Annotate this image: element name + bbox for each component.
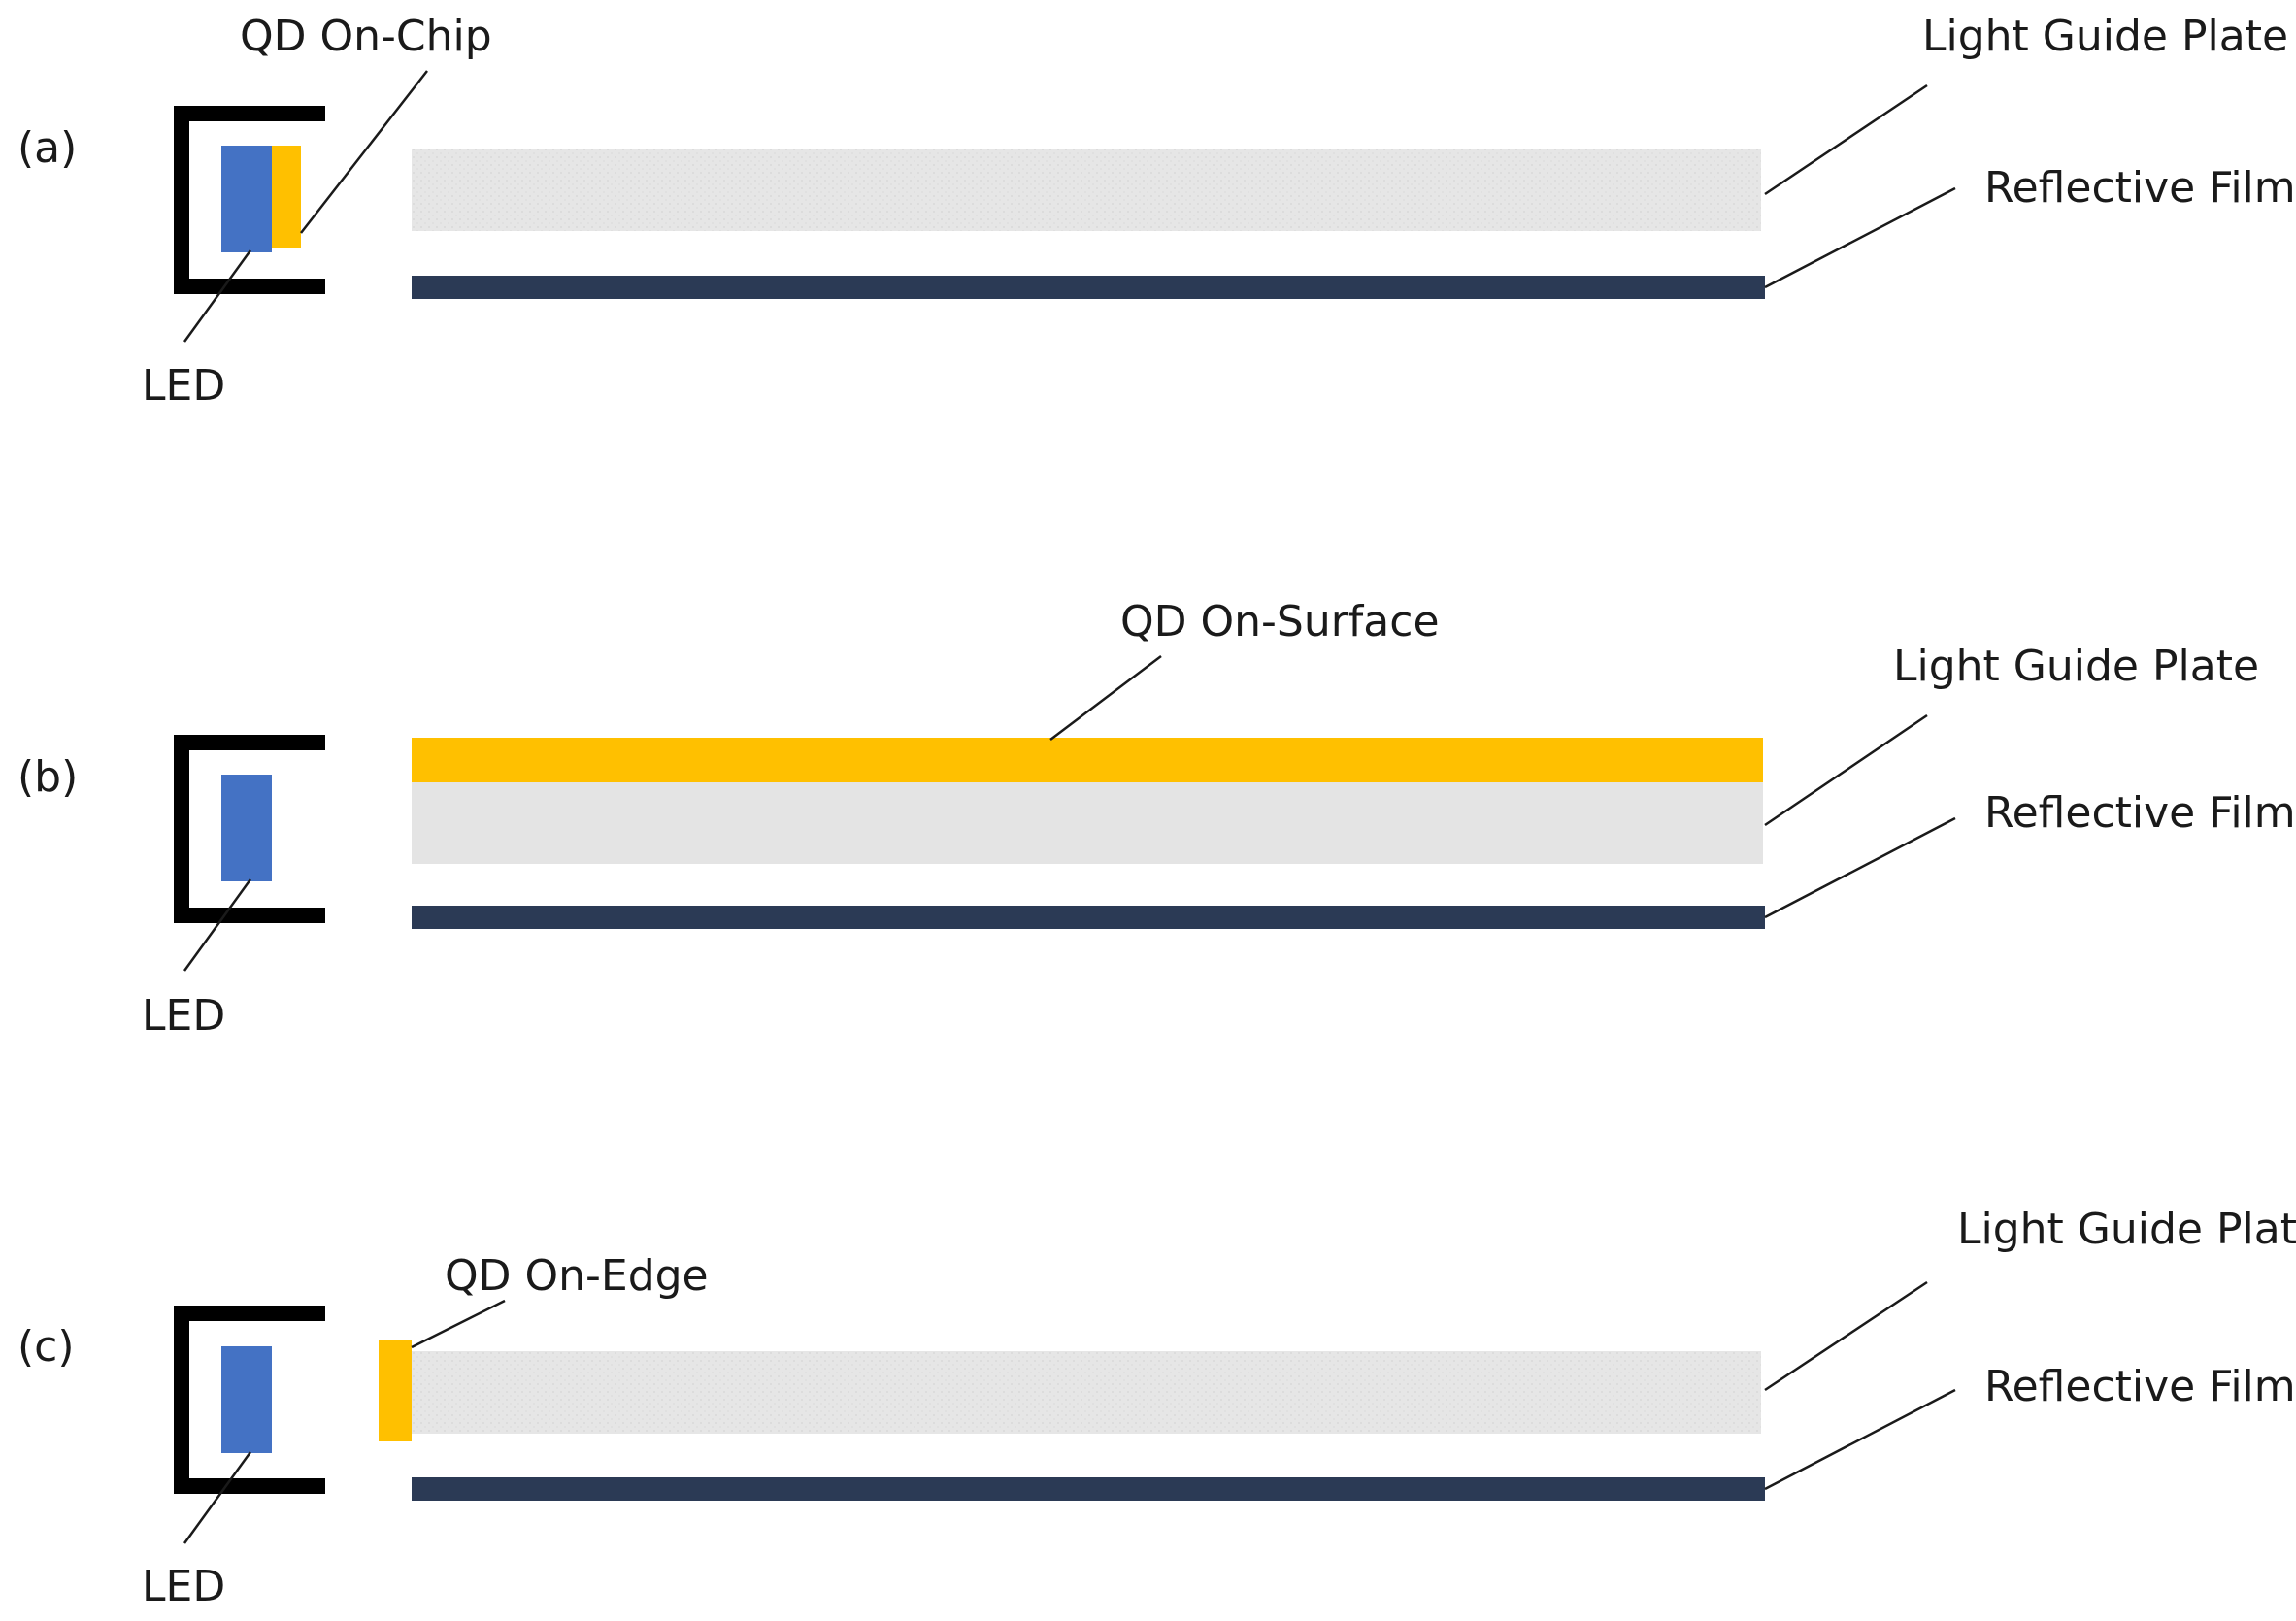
panel-c-film-label: Reflective Film (1984, 1362, 2296, 1411)
panel-c-tag: (c) (17, 1322, 75, 1372)
panel-a: (a) QD On-Chip LED Light Guide Plate Ref… (17, 12, 2296, 411)
panel-a-led-chip (221, 146, 272, 252)
panel-a-lgp-leader-line (1764, 83, 1928, 196)
panel-a-qd-label: QD On-Chip (240, 12, 492, 61)
panel-c-reflective-film (412, 1477, 1765, 1501)
panel-c-film-leader-line (1764, 1388, 1956, 1491)
panel-a-film-leader-line (1764, 186, 1956, 289)
panel-b-tag: (b) (17, 752, 78, 802)
panel-c-qd-label: QD On-Edge (445, 1251, 709, 1301)
panel-a-led-housing (174, 106, 325, 294)
panel-c-lgp-label: Light Guide Plate (1957, 1205, 2296, 1254)
panel-a-led-leader-line (183, 249, 252, 343)
panel-a-light-guide-plate (412, 149, 1761, 231)
panel-c-led-housing (174, 1306, 325, 1494)
panel-b-light-guide-plate (412, 782, 1763, 864)
panel-b-led-chip (221, 775, 272, 881)
panel-c-led-leader-line (183, 1451, 252, 1544)
panel-a-tag: (a) (17, 123, 77, 173)
panel-a-led-label: LED (142, 361, 225, 411)
panel-b-lgp-leader-line (1764, 713, 1928, 827)
panel-b-led-housing (174, 735, 325, 923)
panel-c: (c) QD On-Edge LED Light Guide Plate Ref… (17, 1205, 2296, 1611)
panel-c-qd-on-edge (379, 1340, 412, 1441)
panel-b-led-label: LED (142, 991, 225, 1041)
panel-b: (b) QD On-Surface LED Light Guide Plate … (17, 597, 2296, 1041)
panel-b-lgp-label: Light Guide Plate (1893, 642, 2259, 691)
panel-c-qd-leader-line (411, 1299, 506, 1349)
panel-a-qd-leader-line (300, 70, 428, 234)
panel-a-lgp-label: Light Guide Plate (1922, 12, 2288, 61)
panel-c-lgp-leader-line (1764, 1280, 1928, 1392)
panel-b-reflective-film (412, 906, 1765, 929)
panel-b-qd-leader-line (1049, 655, 1162, 741)
panel-b-qd-on-surface (412, 738, 1763, 782)
panel-a-film-label: Reflective Film (1984, 163, 2296, 213)
panel-b-film-leader-line (1764, 816, 1956, 919)
panel-c-led-chip (221, 1346, 272, 1453)
panel-c-light-guide-plate (412, 1351, 1761, 1434)
panel-a-qd-on-chip (272, 146, 301, 248)
panel-a-reflective-film (412, 276, 1765, 299)
panel-b-led-leader-line (183, 878, 252, 972)
panel-b-qd-label: QD On-Surface (1120, 597, 1440, 646)
panel-b-film-label: Reflective Film (1984, 788, 2296, 838)
panel-c-led-label: LED (142, 1562, 225, 1611)
